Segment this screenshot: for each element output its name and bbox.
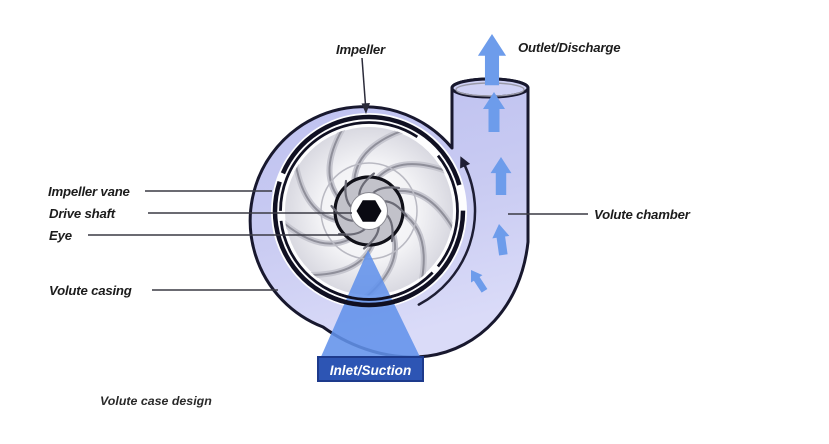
outlet-flow-arrow	[477, 34, 507, 86]
rotation-arrow	[417, 156, 477, 306]
impeller-assembly	[271, 113, 467, 309]
impeller-pointer-arrow	[361, 57, 370, 114]
diagram-caption: Volute case design	[100, 394, 212, 408]
ring-arc-over-outer	[313, 286, 425, 308]
label-volute-casing: Volute casing	[49, 283, 132, 298]
leader-lines	[88, 190, 588, 291]
ring-arc-over-inner	[324, 286, 414, 301]
label-impeller: Impeller	[336, 42, 386, 57]
label-volute-chamber: Volute chamber	[594, 207, 691, 222]
label-inlet-suction: Inlet/Suction	[330, 363, 412, 378]
inlet-label-box	[317, 356, 424, 382]
label-outlet-discharge: Outlet/Discharge	[518, 40, 620, 55]
drive-shaft-hex	[356, 200, 382, 222]
label-eye: Eye	[49, 228, 72, 243]
label-drive-shaft: Drive shaft	[49, 206, 116, 221]
label-impeller-vane: Impeller vane	[48, 184, 130, 199]
